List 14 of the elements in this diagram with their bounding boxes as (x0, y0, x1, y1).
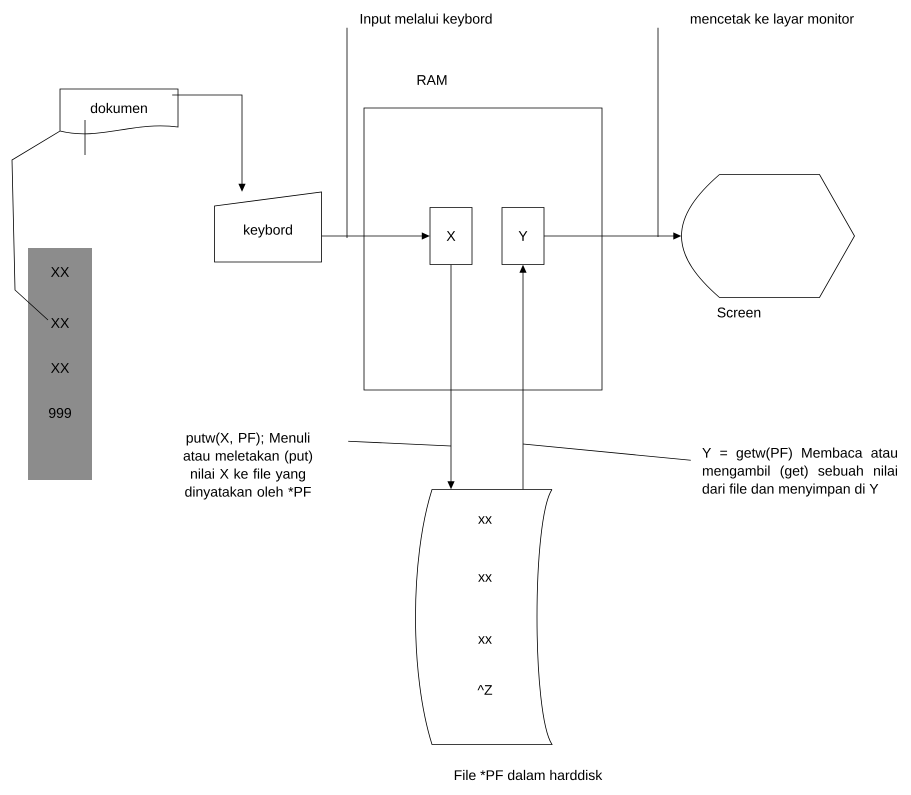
node-label: RAM (418, 75, 446, 85)
leader-line (346, 27, 348, 238)
disk-file-drawing: xx xx xx ^Z File *PF dalam harddisk (415, 489, 602, 780)
tape-drawing: XX XX XX 999 (28, 248, 92, 480)
process-box: X (430, 207, 472, 265)
node-label: Screen (717, 308, 760, 318)
leader-line (348, 440, 452, 446)
connector-line (12, 130, 60, 320)
annotation-text: Input melalui keybord (360, 13, 492, 27)
process-box: Y (502, 207, 544, 265)
annotation-text: mencetak ke layar monitor (690, 13, 854, 27)
annotation-text: Y = getw(PF) Membaca atau mengambil (get) sebuah nilai dari file dan menyimpan di Y (702, 447, 898, 497)
leader-line (522, 444, 692, 461)
annotation-text: putw(X, PF); Menuli atau meletakan (put) nilai X ke file yang dinyatakan oleh *PF (184, 432, 312, 500)
